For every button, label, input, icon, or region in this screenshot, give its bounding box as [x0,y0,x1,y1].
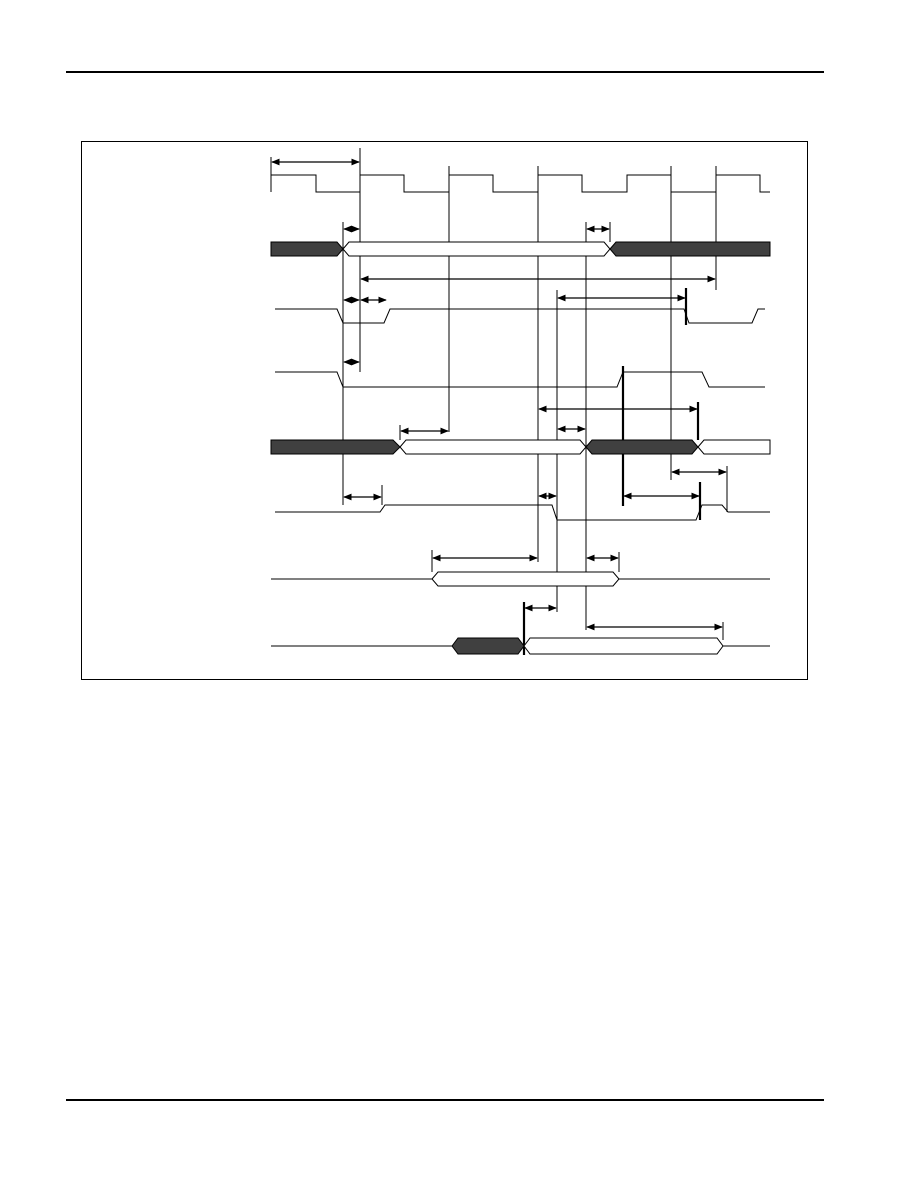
bus-valid-segment [399,439,587,455]
bus-signal-3 [271,571,770,587]
timing-diagram-frame [81,141,808,680]
bus-invalid-segment [585,439,699,455]
strobe-signal-3 [275,504,770,521]
timing-arrows [271,158,727,631]
bus-valid-segment [697,439,771,455]
strobe-signal-1 [275,308,765,324]
bus-signal-2 [270,439,771,455]
strobe-signal-2 [275,371,765,388]
bus-invalid-segment [609,241,771,257]
bus-invalid-segment [270,241,344,257]
clock-signal [270,174,770,193]
bus-invalid-segment [451,637,525,655]
bus-signal-1 [270,241,771,257]
bus-valid-segment [431,571,620,587]
edge-markers [522,288,702,655]
reference-lines [270,148,728,640]
bus-signal-4 [271,637,770,655]
footer-rule [66,1099,824,1101]
header-rule [66,71,824,73]
bus-valid-segment [342,241,611,257]
bus-invalid-segment [270,439,401,455]
bus-valid-segment [523,637,724,655]
